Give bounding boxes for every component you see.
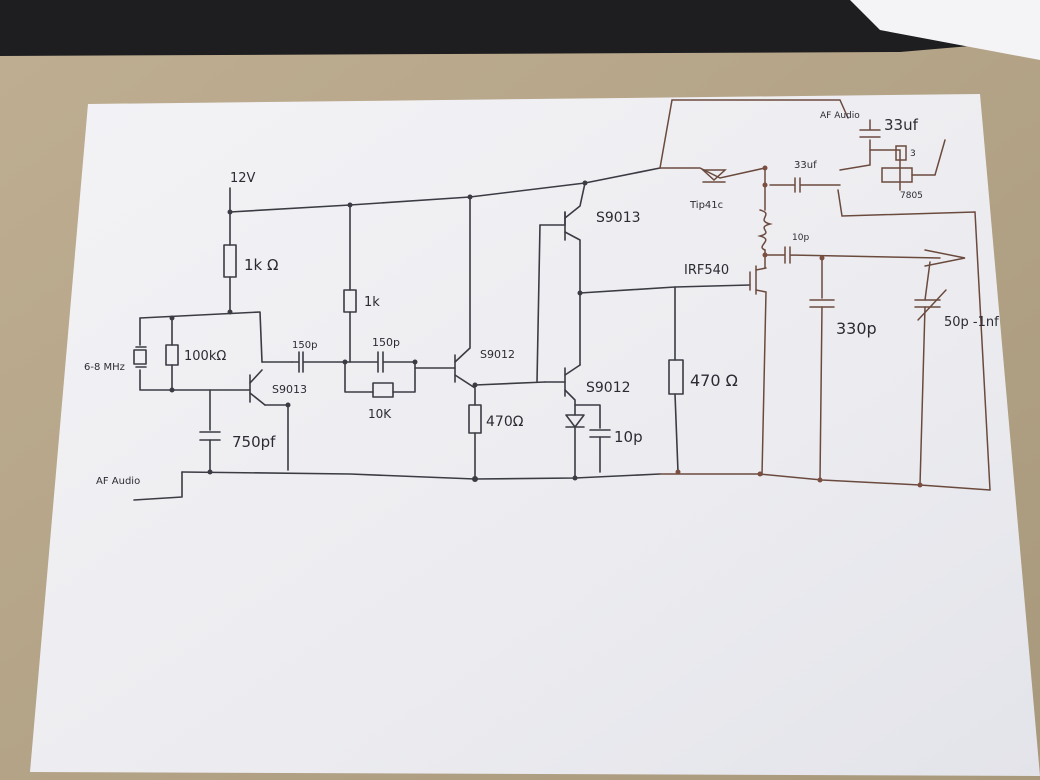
label-12v: 12V: [230, 171, 256, 186]
label-r2: 1k: [364, 295, 380, 310]
label-c-trim: 50p -1nf: [944, 315, 999, 330]
label-c-base: 750pf: [232, 433, 276, 451]
label-t3: S9013: [596, 210, 641, 226]
label-r1: 1k Ω: [244, 256, 278, 274]
label-ic: 7805: [900, 191, 923, 201]
label-t2: S9012: [480, 348, 515, 361]
label-c-out: 10p: [792, 233, 809, 243]
label-af-audio-in: AF Audio: [96, 476, 140, 487]
label-c-mod: 33uf: [884, 116, 919, 134]
label-r-gate: 470 Ω: [690, 371, 738, 390]
label-mosfet: IRF540: [684, 263, 729, 278]
dark-object-top: [0, 0, 1040, 56]
label-tip: Tip41c: [689, 200, 723, 211]
label-r-mod: 3: [910, 149, 916, 159]
label-c-couple1: 150p: [292, 340, 317, 351]
paper-sheet: [30, 94, 1040, 776]
label-c-mod2: 33uf: [794, 160, 817, 171]
label-c-tank: 330p: [836, 319, 877, 338]
label-c-couple2: 150p: [372, 336, 400, 349]
white-sheet-corner: [850, 0, 1040, 60]
label-t1: S9013: [272, 383, 307, 396]
label-r-trim: 10K: [368, 407, 392, 421]
label-r-bias: 100kΩ: [184, 349, 226, 364]
labels: 12V 1k Ω 100kΩ 6-8 MHz S9013 750pf AF Au…: [84, 111, 999, 487]
label-crystal: 6-8 MHz: [84, 362, 125, 373]
junctions: [169, 165, 923, 488]
label-c-small: 10p: [614, 428, 643, 446]
label-r-emitter: 470Ω: [486, 414, 524, 430]
label-t4: S9012: [586, 380, 631, 396]
label-mod: AF Audio: [820, 111, 860, 121]
